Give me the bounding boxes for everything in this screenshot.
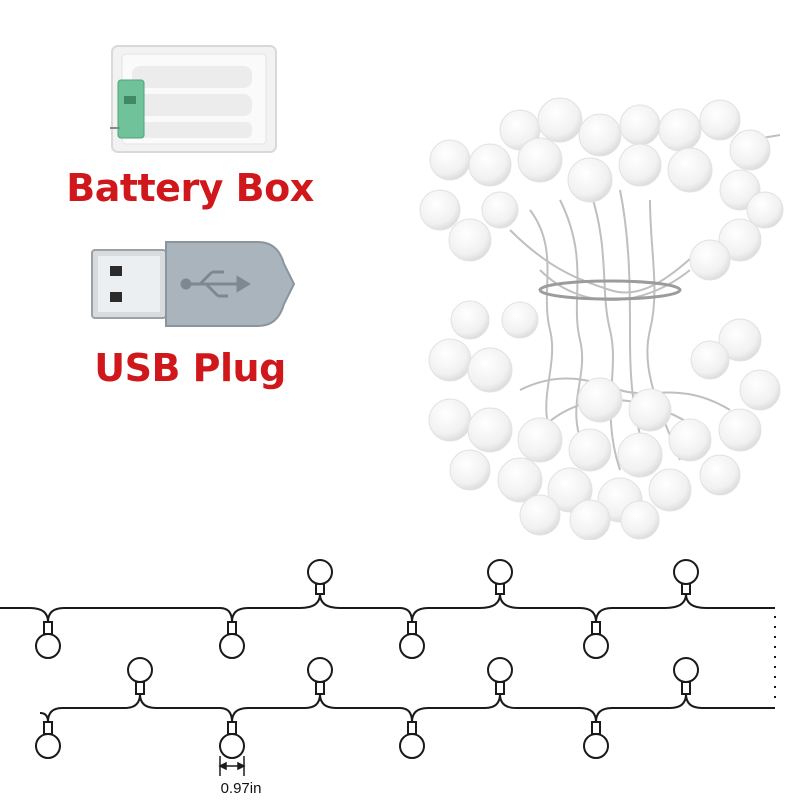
string-spacing-diagram [0,559,776,776]
battery-box-image [110,45,277,153]
usb-icon [180,270,251,298]
usb-plug-image [91,241,296,327]
diameter-dimension-marker [218,756,246,776]
usb-plug-label: USB Plug [94,346,286,390]
bulb-size-label: 0.97in [220,780,262,797]
string-lights-bundle-image [419,97,784,540]
battery-box-label: Battery Box [66,166,314,210]
